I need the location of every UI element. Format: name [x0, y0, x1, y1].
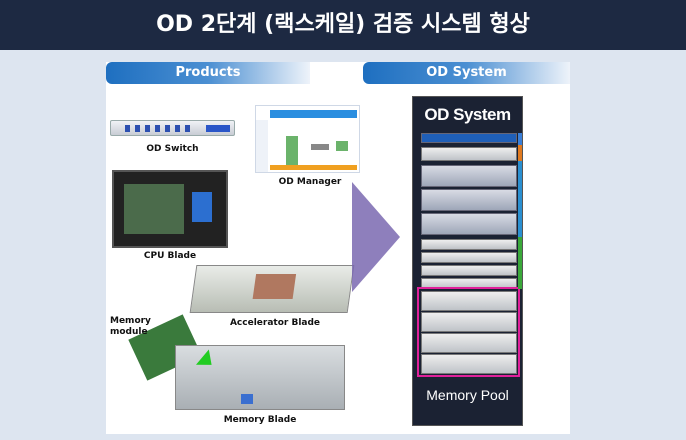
memory-blade-image: [175, 345, 345, 410]
od-switch-image: [110, 120, 235, 136]
memory-pool-highlight: [417, 287, 520, 377]
od-system-header: OD System: [363, 62, 570, 84]
memory-pool-label: Memory Pool: [426, 387, 509, 403]
od-manager-screenshot: [255, 105, 360, 173]
arrow-right-icon: [352, 182, 400, 292]
rack-title: OD System: [424, 105, 511, 124]
cpu-blade-label: CPU Blade: [143, 251, 197, 261]
accelerator-blade-label: Accelerator Blade: [229, 318, 321, 328]
cpu-blade-image: [112, 170, 228, 248]
accelerator-blade-image: [189, 265, 355, 313]
memory-module-label: Memory module: [110, 316, 151, 337]
memory-blade-label: Memory Blade: [223, 415, 297, 425]
products-header: Products: [106, 62, 310, 84]
od-manager-label: OD Manager: [278, 177, 342, 187]
slide-title: OD 2단계 (랙스케일) 검증 시스템 형상: [0, 0, 686, 50]
od-system-rack: OD System Memory Pool: [412, 96, 523, 426]
od-switch-label: OD Switch: [146, 144, 199, 154]
